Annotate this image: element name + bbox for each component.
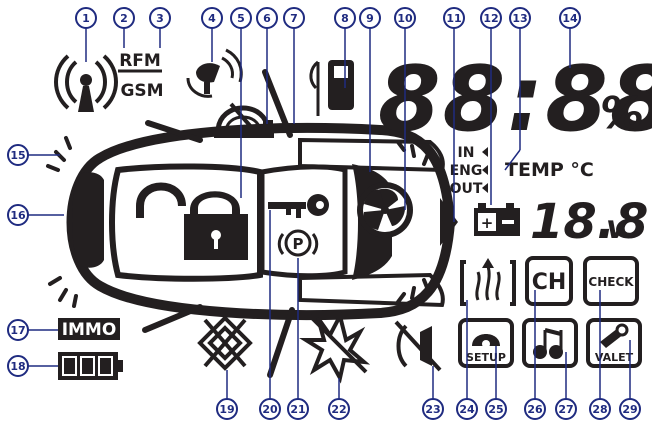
callout-number-5: 5 — [237, 12, 245, 25]
battery-icon: + — [474, 203, 520, 236]
in-label: IN — [458, 145, 475, 161]
clock-digits: 88:88 % — [378, 47, 652, 152]
heating-icon — [462, 258, 514, 304]
callout-number-27: 27 — [558, 403, 573, 416]
fuel-pump-icon — [311, 60, 354, 116]
percent-sign: % — [600, 88, 644, 139]
callout-number-25: 25 — [488, 403, 503, 416]
callout-number-3: 3 — [156, 12, 164, 25]
channel-icon: CH — [527, 258, 571, 304]
callout-number-6: 6 — [263, 12, 271, 25]
shock-sensor-icon — [200, 318, 250, 368]
callout-number-9: 9 — [366, 12, 374, 25]
callout-number-2: 2 — [120, 12, 128, 25]
callout-number-24: 24 — [459, 403, 475, 416]
check-icon: CHECK — [585, 258, 637, 304]
callout-number-26: 26 — [527, 403, 543, 416]
callout-number-20: 20 — [262, 403, 278, 416]
ch-label: CH — [532, 270, 567, 295]
antenna-icon — [56, 56, 116, 112]
setup-label: SETUP — [466, 351, 506, 364]
callout-number-12: 12 — [483, 12, 498, 25]
callout-number-16: 16 — [10, 209, 26, 222]
parking-brake-icon: P — [279, 231, 317, 255]
temp-label: TEMP °C — [505, 159, 594, 181]
key-icon — [268, 194, 329, 218]
callout-number-10: 10 — [397, 12, 413, 25]
immo-text: IMMO — [62, 320, 117, 340]
valet-icon: VALET — [588, 320, 640, 366]
callout-number-29: 29 — [622, 403, 637, 416]
siren-muted-icon — [396, 322, 440, 370]
satellite-icon — [188, 50, 241, 96]
voltage-unit: v — [606, 208, 628, 246]
glass-break-icon — [306, 316, 366, 378]
check-label: CHECK — [588, 275, 634, 289]
callout-number-1: 1 — [82, 12, 90, 25]
callout-number-28: 28 — [592, 403, 607, 416]
callout-number-7: 7 — [290, 12, 298, 25]
callout-number-13: 13 — [512, 12, 527, 25]
callout-number-21: 21 — [290, 403, 305, 416]
svg-text:+: + — [481, 214, 494, 232]
callout-number-14: 14 — [562, 12, 578, 25]
callout-number-22: 22 — [331, 403, 346, 416]
gauge-icon — [214, 104, 274, 138]
lock-icon — [140, 187, 248, 261]
callout-number-18: 18 — [10, 360, 25, 373]
setup-icon: SETUP — [460, 320, 512, 366]
callout-number-15: 15 — [10, 149, 25, 162]
callout-number-23: 23 — [425, 403, 440, 416]
battery-level-icon — [58, 352, 123, 380]
source-arrows — [482, 147, 488, 193]
callout-number-4: 4 — [208, 12, 216, 25]
callout-number-11: 11 — [446, 12, 461, 25]
callout-number-8: 8 — [341, 12, 349, 25]
callout-number-17: 17 — [10, 324, 25, 337]
parking-label: P — [293, 235, 304, 253]
callout-number-19: 19 — [219, 403, 234, 416]
gsm-label: GSM — [120, 81, 163, 101]
voltage-value: 18.8 — [530, 194, 648, 250]
rfm-label: RFM — [119, 51, 161, 71]
tones-icon — [524, 320, 576, 366]
